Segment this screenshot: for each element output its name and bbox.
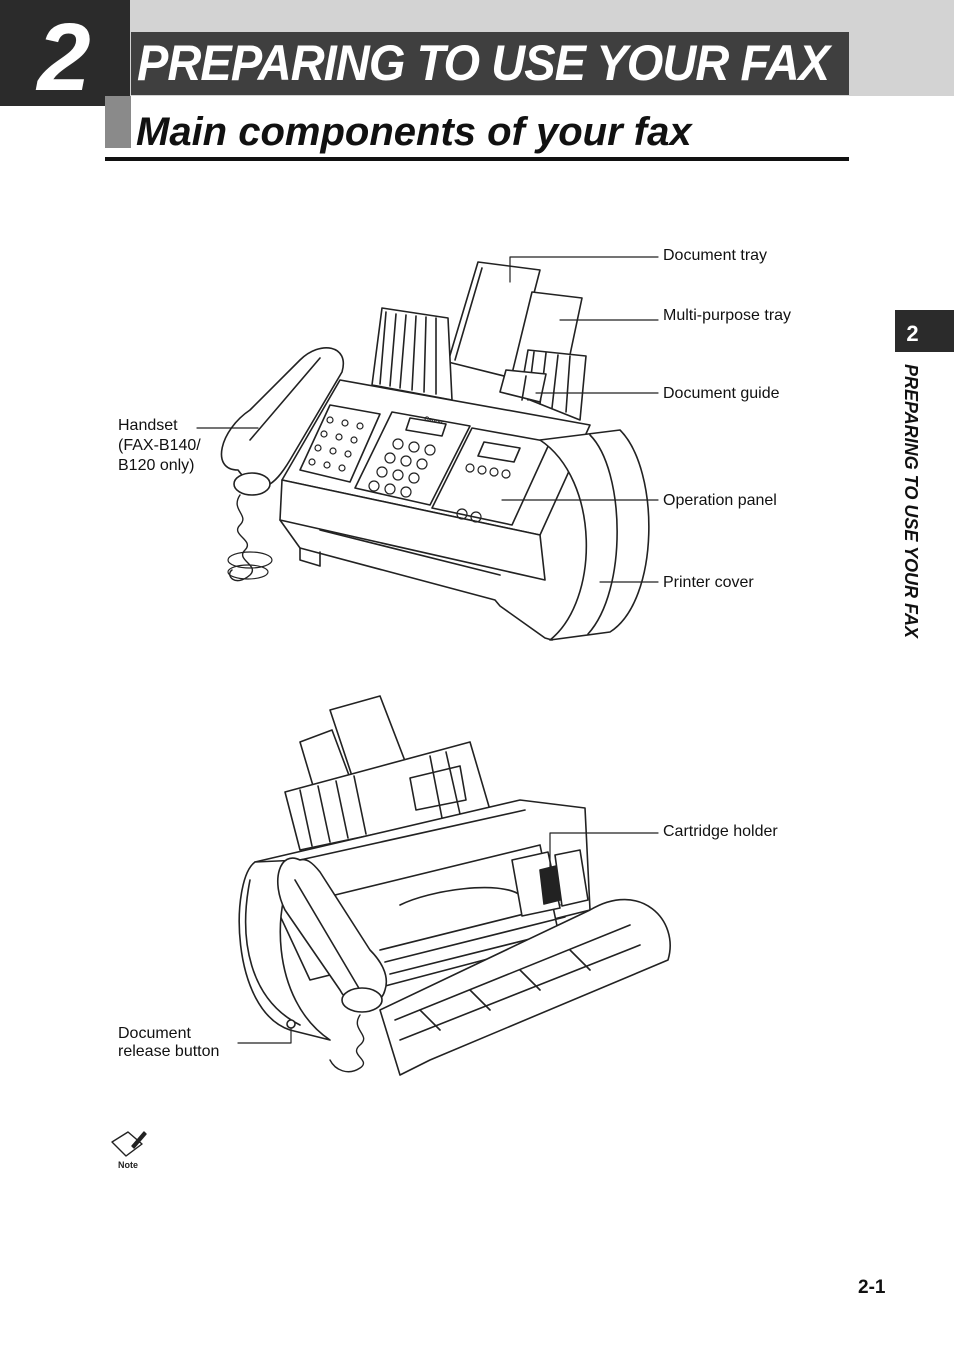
chapter-title: PREPARING TO USE YOUR FAX bbox=[137, 35, 830, 91]
label-document-tray: Document tray bbox=[663, 247, 768, 264]
note-icon: Note bbox=[108, 1128, 148, 1177]
section-title: Main components of your fax bbox=[136, 110, 692, 154]
callout-lines-top bbox=[196, 256, 659, 583]
note-label: Note bbox=[118, 1160, 138, 1170]
fax-open-illustration bbox=[238, 695, 671, 1076]
callout-lines-bottom bbox=[237, 832, 659, 1044]
brand-logo: Canon bbox=[424, 416, 444, 426]
label-multi-purpose-tray: Multi-purpose tray bbox=[663, 307, 792, 324]
label-handset-line-1: Handset bbox=[118, 417, 178, 434]
chapter-number: 2 bbox=[37, 4, 91, 111]
fax-closed-illustration bbox=[220, 261, 650, 641]
label-document-guide: Document guide bbox=[663, 385, 780, 402]
label-printer-cover: Printer cover bbox=[663, 574, 754, 591]
chapter-title-box bbox=[131, 32, 849, 95]
label-release-line-1: Document bbox=[118, 1025, 191, 1042]
section-marker bbox=[105, 96, 131, 148]
label-operation-panel: Operation panel bbox=[663, 492, 777, 509]
label-release-line-2: release button bbox=[118, 1043, 220, 1060]
label-cartridge-holder: Cartridge holder bbox=[663, 823, 778, 840]
label-handset-line-2: (FAX-B140/ bbox=[118, 437, 201, 454]
side-tab bbox=[895, 310, 954, 352]
section-rule bbox=[105, 157, 849, 161]
side-tab-number: 2 bbox=[906, 321, 919, 346]
label-handset: Handset (FAX-B140/ B120 only) bbox=[118, 416, 201, 476]
page-number: 2-1 bbox=[858, 1277, 886, 1298]
label-handset-line-3: B120 only) bbox=[118, 457, 195, 474]
label-document-release-button: Document release button bbox=[118, 1025, 219, 1061]
chapter-number-box: 2 bbox=[0, 0, 130, 111]
